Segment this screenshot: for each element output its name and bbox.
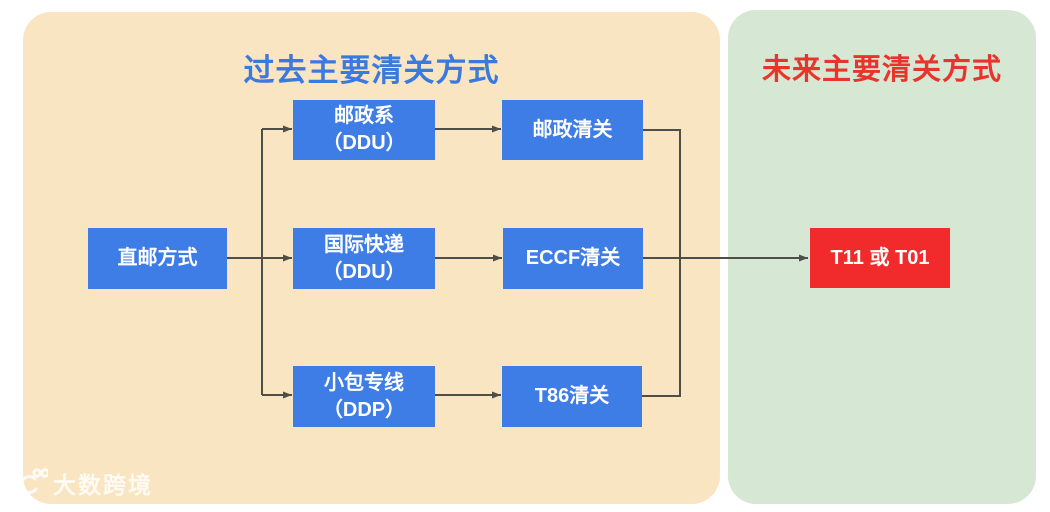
node-postal-clearance-label: 邮政清关 — [532, 118, 613, 141]
node-intl-express-line2: （DDU） — [322, 260, 406, 283]
node-postal-clearance: 邮政清关 — [502, 100, 643, 160]
node-t86-clearance: T86清关 — [502, 366, 642, 427]
node-eccf-clearance: ECCF清关 — [503, 228, 643, 289]
node-eccf-clearance-label: ECCF清关 — [525, 247, 621, 269]
node-intl-express-line1: 国际快递 — [324, 233, 404, 256]
node-postal-system-line2: （DDU） — [322, 132, 406, 154]
node-direct-mail-label: 直邮方式 — [117, 247, 198, 269]
node-postal-system: 邮政系 （DDU） — [293, 100, 435, 160]
panel-future-title: 未来主要清关方式 — [761, 54, 1002, 86]
watermark: 大数跨境 — [8, 466, 153, 500]
node-t86-clearance-label: T86清关 — [534, 385, 610, 407]
watermark-logo-icon — [13, 468, 48, 495]
node-intl-express: 国际快递 （DDU） — [293, 228, 435, 289]
watermark-text: 大数跨境 — [53, 472, 153, 498]
node-small-packet-line2: （DDP） — [322, 398, 406, 421]
panel-past-title: 过去主要清关方式 — [243, 53, 500, 88]
node-small-packet: 小包专线 （DDP） — [293, 366, 435, 427]
node-small-packet-line1: 小包专线 — [324, 371, 404, 394]
node-direct-mail: 直邮方式 — [88, 228, 227, 289]
node-postal-system-line1: 邮政系 — [334, 105, 394, 127]
node-t11-or-t01: T11 或 T01 — [810, 228, 950, 288]
node-t11-or-t01-label: T11 或 T01 — [830, 246, 930, 269]
